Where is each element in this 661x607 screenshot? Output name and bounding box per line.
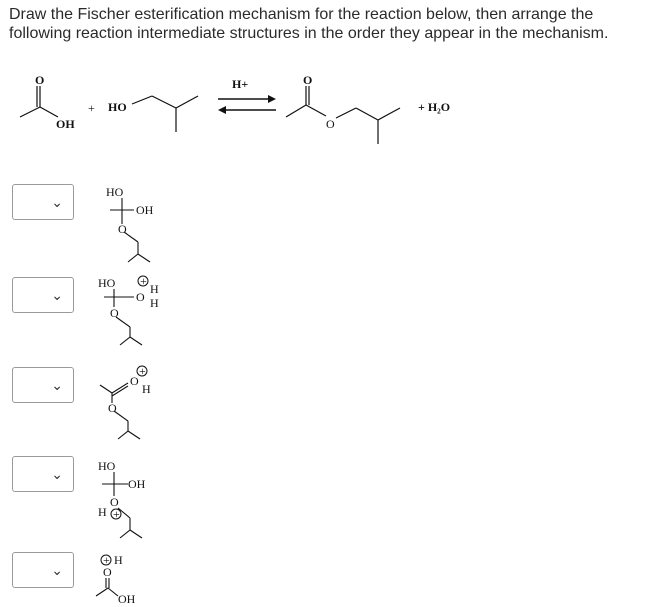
s2-h2: H (150, 296, 159, 310)
acetic-acid-structure (19, 86, 59, 118)
chevron-down-icon: ⌄ (51, 466, 63, 482)
order-dropdown-3[interactable]: ⌄ (12, 367, 74, 403)
order-dropdown-5[interactable]: ⌄ (12, 552, 74, 588)
question-text: Draw the Fischer esterification mechanis… (9, 6, 609, 42)
ester-carbonyl-oxygen: O (303, 73, 312, 87)
answer-row-1: ⌄ HO OH O (12, 184, 652, 274)
s5-h: H (114, 553, 123, 567)
intermediate-structure-3: + O H O (99, 364, 151, 440)
s1-ho: HO (106, 185, 124, 199)
isobutanol-structure (131, 95, 199, 132)
answer-row-4: ⌄ HO OH O H + (12, 456, 652, 546)
acid-carbonyl-oxygen: O (35, 73, 44, 87)
s5-oh: OH (118, 592, 136, 606)
intermediate-structure-1: HO OH O (106, 185, 154, 263)
chevron-down-icon: ⌄ (51, 377, 63, 393)
answer-row-3: ⌄ + O H O (12, 364, 652, 447)
reaction-scheme: O OH + HO H+ O O + H₂O (19, 73, 450, 144)
equilibrium-arrows (218, 95, 276, 114)
ester-structure (285, 86, 401, 144)
chevron-down-icon: ⌄ (51, 194, 63, 210)
s2-ho: HO (98, 276, 116, 290)
alcohol-hydroxyl: HO (108, 100, 127, 114)
s1-oh: OH (136, 203, 154, 217)
intermediate-structure-5: + H O OH (95, 553, 136, 606)
s4-ho: HO (98, 459, 116, 473)
s4-h: H (98, 505, 107, 519)
s1-o: O (118, 222, 127, 236)
s5-charge: + (103, 553, 110, 567)
s3-h: H (142, 382, 151, 396)
s4-charge: + (113, 507, 120, 521)
answer-row-2: ⌄ HO + H O H O (12, 274, 652, 357)
s2-o: O (110, 306, 119, 320)
chevron-down-icon: ⌄ (51, 287, 63, 303)
ester-chain-oxygen: O (326, 117, 335, 131)
s2-h1: H (150, 282, 159, 296)
s5-o-plus: O (103, 565, 112, 579)
acid-hydroxyl: OH (56, 117, 75, 131)
intermediate-structure-2: HO + H O H O (98, 274, 159, 346)
s2-o-plus: O (136, 290, 145, 304)
s3-o: O (108, 401, 117, 415)
order-dropdown-4[interactable]: ⌄ (12, 456, 74, 492)
intermediate-structure-4: HO OH O H + (98, 459, 146, 539)
order-dropdown-1[interactable]: ⌄ (12, 184, 74, 220)
water-byproduct: + H₂O (418, 100, 450, 114)
chevron-down-icon: ⌄ (51, 562, 63, 578)
answer-row-5: ⌄ + H O OH (12, 552, 652, 607)
catalyst-label: H+ (232, 77, 248, 91)
order-dropdown-2[interactable]: ⌄ (12, 277, 74, 313)
s4-oh: OH (128, 477, 146, 491)
s2-charge: + (140, 274, 147, 288)
s3-o-plus: O (130, 374, 139, 388)
s3-charge: + (139, 364, 146, 378)
s4-o: O (110, 495, 119, 509)
plus-sign: + (88, 101, 95, 115)
